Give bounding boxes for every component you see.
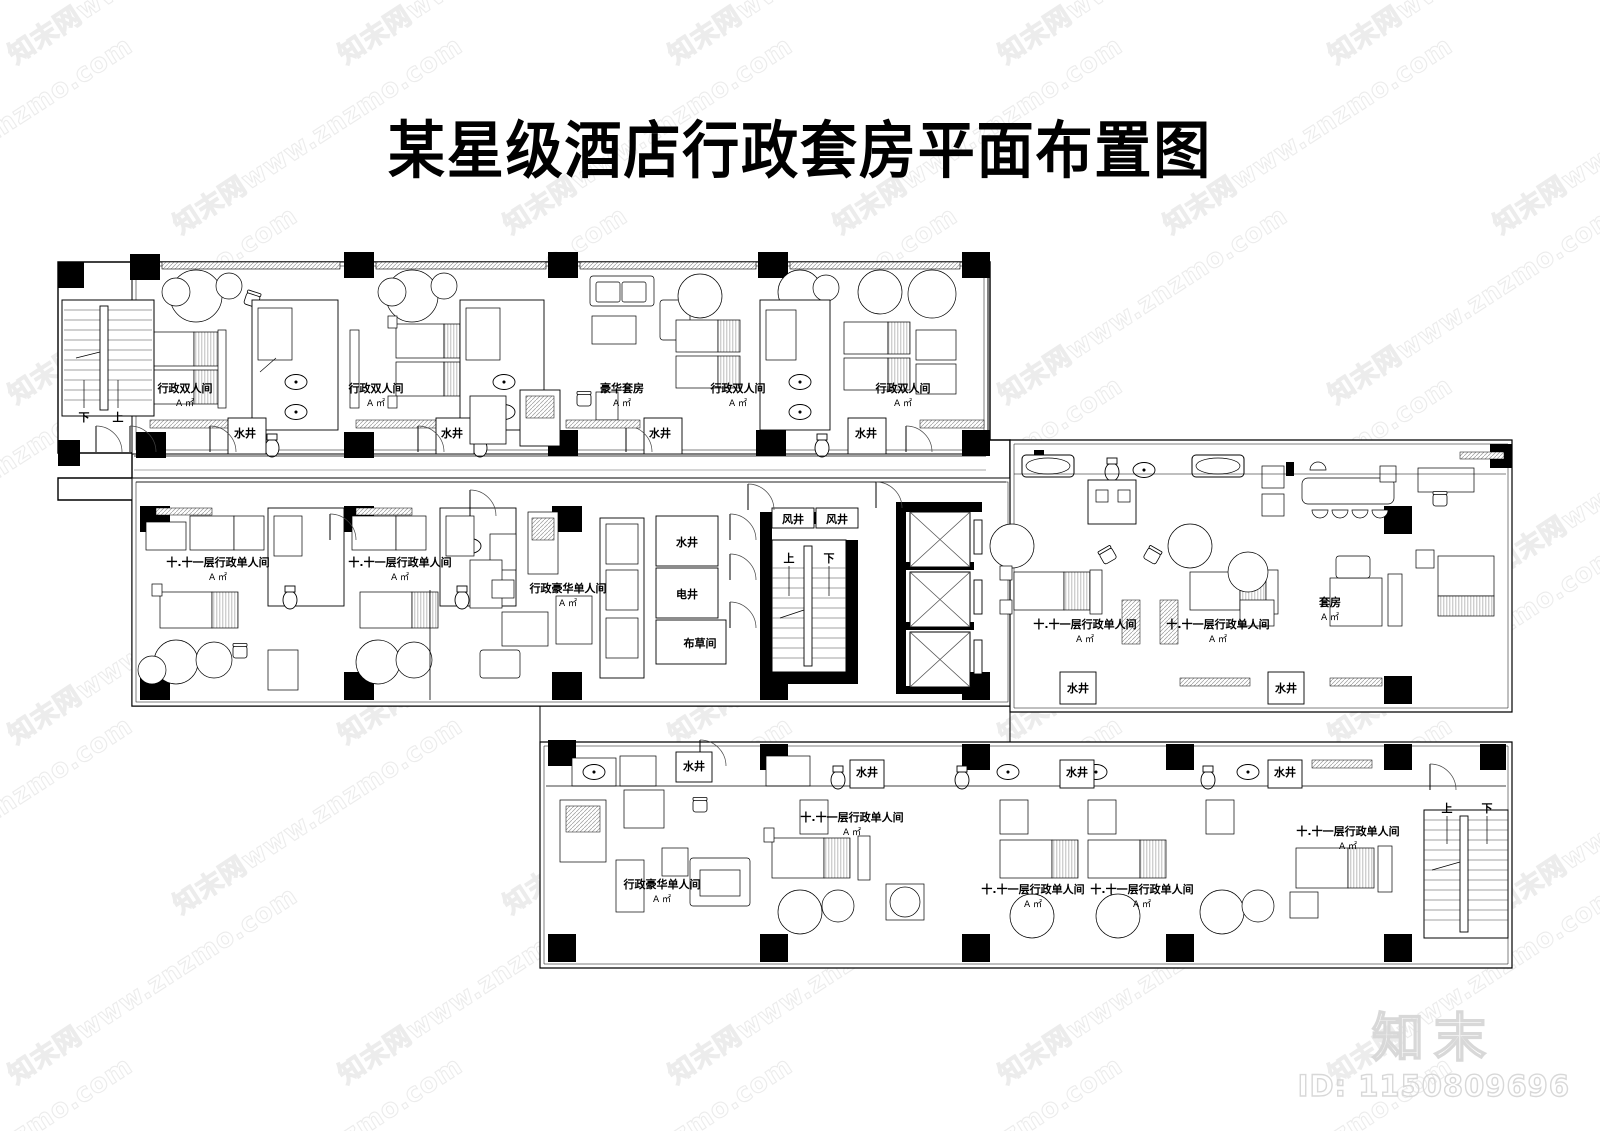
room-label: 十.十一层行政单人间 A ㎡: [1296, 824, 1399, 852]
service-label: 水井: [1067, 681, 1089, 695]
elevator-shafts: [909, 511, 983, 688]
stair-marker: 下: [1482, 802, 1493, 815]
site-branding: 知末 ID: 1150809696: [1297, 1009, 1570, 1104]
room-label-text: 豪华套房: [600, 381, 644, 395]
znzmo-logo: 知末: [1371, 1009, 1496, 1070]
room-label: 行政双人间 A ㎡: [348, 381, 404, 409]
service-label: 水井: [1274, 765, 1296, 779]
room-labels: 行政双人间 A ㎡ 行政双人间 A ㎡ 豪华套房 A ㎡ 行政双人间 A ㎡ 行政双人间…: [157, 381, 1400, 910]
room-area-text: A ㎡: [1209, 634, 1227, 645]
room-label-text: 十.十一层行政单人间: [1090, 882, 1193, 896]
room-label-text: 十.十一层行政单人间: [348, 555, 451, 569]
service-label: 水井: [1275, 681, 1297, 695]
building-core: [655, 481, 983, 688]
right-wing-fixtures: [989, 451, 1506, 705]
room-area-text: A ㎡: [1076, 634, 1094, 645]
room-label-text: 十.十一层行政单人间: [1033, 617, 1136, 631]
service-label: 水井: [676, 535, 698, 549]
room-area-text: A ㎡: [843, 827, 861, 838]
room-area-text: A ㎡: [1339, 841, 1357, 852]
room-label: 行政双人间 A ㎡: [710, 381, 766, 409]
room-area-text: A ㎡: [1133, 899, 1151, 910]
room-label: 行政豪华单人间 A ㎡: [623, 877, 701, 905]
room-area-text: A ㎡: [391, 572, 409, 583]
room-label-text: 套房: [1319, 595, 1341, 609]
room-label-text: 行政双人间: [157, 381, 213, 395]
room-label: 十.十一层行政单人间 A ㎡: [1166, 617, 1269, 645]
service-label: 布草间: [684, 636, 717, 650]
service-label: 风井: [826, 512, 848, 526]
room-label-text: 十.十一层行政单人间: [1166, 617, 1269, 631]
room-label: 十.十一层行政单人间 A ㎡: [166, 555, 269, 583]
stair-marker: 上: [113, 410, 124, 424]
room-label-text: 行政豪华单人间: [529, 581, 607, 595]
stair-marker: 下: [824, 552, 835, 565]
room-area-text: A ㎡: [894, 398, 912, 409]
room-label: 十.十一层行政单人间 A ㎡: [1033, 617, 1136, 645]
room-label-text: 行政双人间: [348, 381, 404, 395]
stair-marker: 下: [79, 411, 90, 424]
east-stairwell: [1423, 763, 1509, 939]
stair-direction-markers: 下 上 上 下 上 下: [79, 410, 1493, 815]
room-area-text: A ㎡: [653, 894, 671, 905]
room-area-text: A ㎡: [176, 398, 194, 409]
service-label: 水井: [441, 426, 463, 440]
service-label: 水井: [1066, 765, 1088, 779]
west-stairwell: [61, 299, 157, 453]
room-label: 十.十一层行政单人间 A ㎡: [348, 555, 451, 583]
stair-marker: 上: [1442, 801, 1453, 815]
room-label-text: 十.十一层行政单人间: [166, 555, 269, 569]
service-label: 风井: [782, 512, 804, 526]
stair-marker: 上: [784, 551, 795, 565]
room-label: 豪华套房 A ㎡: [600, 381, 644, 409]
service-label: 水井: [856, 765, 878, 779]
room-label: 十.十一层行政单人间 A ㎡: [981, 882, 1084, 910]
room-area-text: A ㎡: [1024, 899, 1042, 910]
service-room-labels: 水井 水井 水井 水井 水井 电井 布草间 风井 风井 水井 水井 水井 水井 …: [234, 426, 1297, 779]
room-label-text: 行政双人间: [710, 381, 766, 395]
page-title: 某星级酒店行政套房平面布置图: [387, 114, 1213, 187]
room-area-text: A ㎡: [613, 398, 631, 409]
service-label: 电井: [676, 587, 698, 601]
room-area-text: A ㎡: [209, 572, 227, 583]
upper-wing-fixtures: [134, 261, 986, 471]
room-label-text: 十.十一层行政单人间: [800, 810, 903, 824]
lower-wing-fixtures: [546, 739, 1506, 939]
service-label: 水井: [234, 426, 256, 440]
room-area-text: A ㎡: [367, 398, 385, 409]
room-label: 行政双人间 A ㎡: [875, 381, 931, 409]
room-label-text: 十.十一层行政单人间: [1296, 824, 1399, 838]
room-area-text: A ㎡: [729, 398, 747, 409]
room-label: 套房 A ㎡: [1319, 595, 1341, 623]
room-label: 行政双人间 A ㎡: [157, 381, 213, 409]
service-label: 水井: [855, 426, 877, 440]
service-label: 水井: [683, 759, 705, 773]
room-label-text: 行政双人间: [875, 381, 931, 395]
service-label: 水井: [649, 426, 671, 440]
room-label: 行政豪华单人间 A ㎡: [529, 581, 607, 609]
room-area-text: A ㎡: [559, 598, 577, 609]
room-label-text: 十.十一层行政单人间: [981, 882, 1084, 896]
middle-wing-fixtures: [136, 481, 1006, 700]
drawing-title-bar: 某星级酒店行政套房平面布置图: [0, 120, 1600, 182]
room-label-text: 行政豪华单人间: [623, 877, 701, 891]
room-area-text: A ㎡: [1321, 612, 1339, 623]
asset-id-label: ID: 1150809696: [1297, 1068, 1570, 1103]
room-label: 十.十一层行政单人间 A ㎡: [800, 810, 903, 838]
room-label: 十.十一层行政单人间 A ㎡: [1090, 882, 1193, 910]
